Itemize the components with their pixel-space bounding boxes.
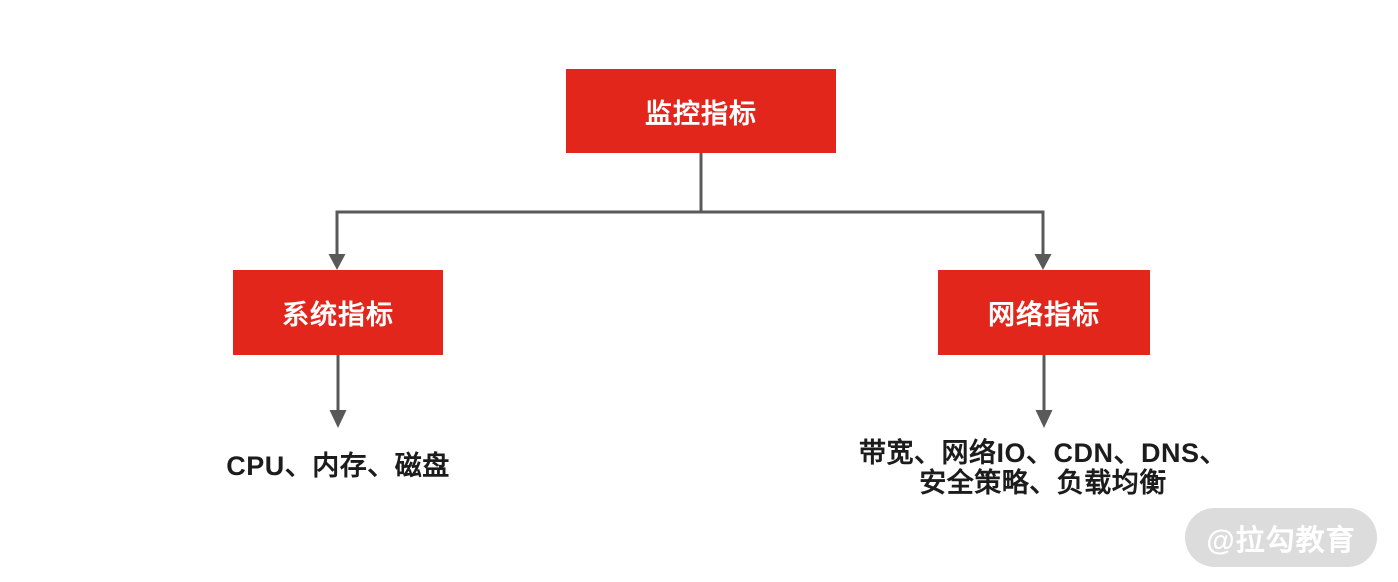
- node-monitoring-metrics: 监控指标: [566, 69, 836, 153]
- leaf-network-metrics-list: 带宽、网络IO、CDN、DNS、 安全策略、负载均衡: [843, 438, 1243, 498]
- leaf-network-metrics-line2: 安全策略、负载均衡: [919, 468, 1167, 498]
- watermark-text: @拉勾教育: [1206, 524, 1356, 557]
- arrowhead-into-network: [1034, 254, 1052, 270]
- watermark-badge: @拉勾教育: [1185, 508, 1377, 567]
- leaf-network-metrics-line1: 带宽、网络IO、CDN、DNS、: [858, 438, 1227, 468]
- node-monitoring-metrics-label: 监控指标: [645, 98, 757, 129]
- arrowhead-into-system-leaf: [329, 410, 347, 428]
- leaf-system-metrics-list: CPU、内存、磁盘: [178, 451, 498, 481]
- node-system-metrics-label: 系统指标: [282, 300, 394, 330]
- leaf-system-metrics-text: CPU、内存、磁盘: [226, 451, 450, 481]
- arrowhead-into-system: [328, 254, 346, 270]
- node-network-metrics-label: 网络指标: [988, 300, 1100, 330]
- node-network-metrics: 网络指标: [938, 270, 1150, 355]
- node-system-metrics: 系统指标: [233, 270, 443, 355]
- arrowhead-into-network-leaf: [1035, 410, 1053, 428]
